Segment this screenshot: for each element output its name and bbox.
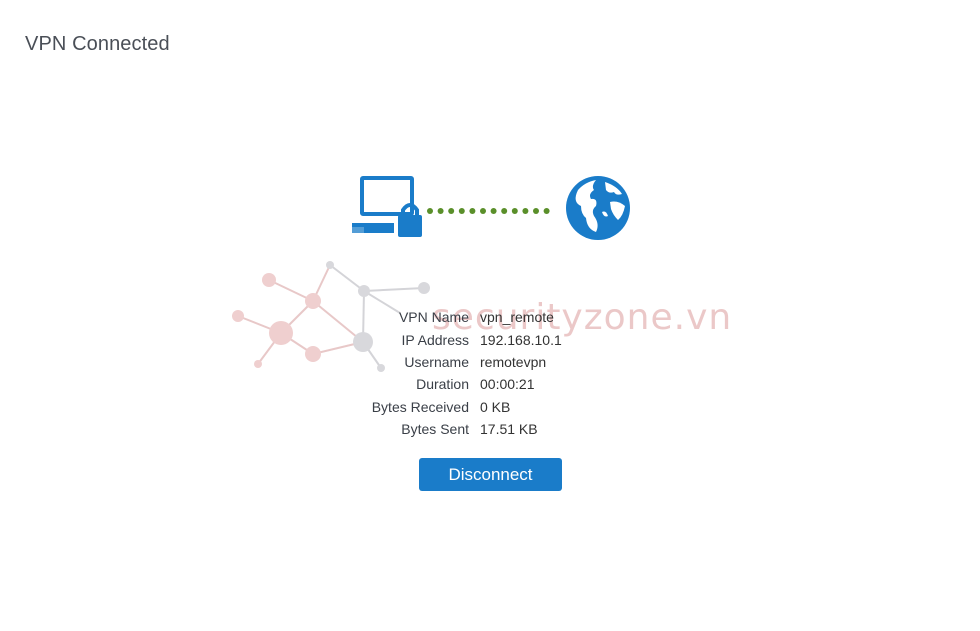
detail-row-ip-address: IP Address 192.168.10.1 xyxy=(300,328,680,350)
detail-row-bytes-received: Bytes Received 0 KB xyxy=(300,396,680,418)
connection-dots xyxy=(427,208,550,214)
detail-row-username: Username remotevpn xyxy=(300,351,680,373)
detail-value: 0 KB xyxy=(480,398,511,415)
detail-value: 00:00:21 xyxy=(480,376,535,393)
detail-label: VPN Name xyxy=(398,309,469,326)
detail-label: Bytes Received xyxy=(371,398,469,415)
vpn-details: VPN Name vpn_remote IP Address 192.168.1… xyxy=(300,306,680,440)
detail-label: Bytes Sent xyxy=(401,421,469,438)
detail-value: 192.168.10.1 xyxy=(480,331,562,348)
computer-lock-icon xyxy=(352,176,422,237)
page-title: VPN Connected xyxy=(25,33,170,55)
globe-icon xyxy=(566,176,630,240)
detail-row-duration: Duration 00:00:21 xyxy=(300,373,680,395)
detail-value: remotevpn xyxy=(480,353,547,370)
connection-graphic xyxy=(350,174,635,244)
detail-label: Username xyxy=(404,353,469,370)
detail-row-vpn-name: VPN Name vpn_remote xyxy=(300,306,680,328)
disconnect-button[interactable]: Disconnect xyxy=(419,458,562,491)
detail-label: IP Address xyxy=(401,331,469,348)
detail-value: vpn_remote xyxy=(480,309,554,326)
detail-value: 17.51 KB xyxy=(480,421,538,438)
detail-label: Duration xyxy=(416,376,469,393)
detail-row-bytes-sent: Bytes Sent 17.51 KB xyxy=(300,418,680,440)
